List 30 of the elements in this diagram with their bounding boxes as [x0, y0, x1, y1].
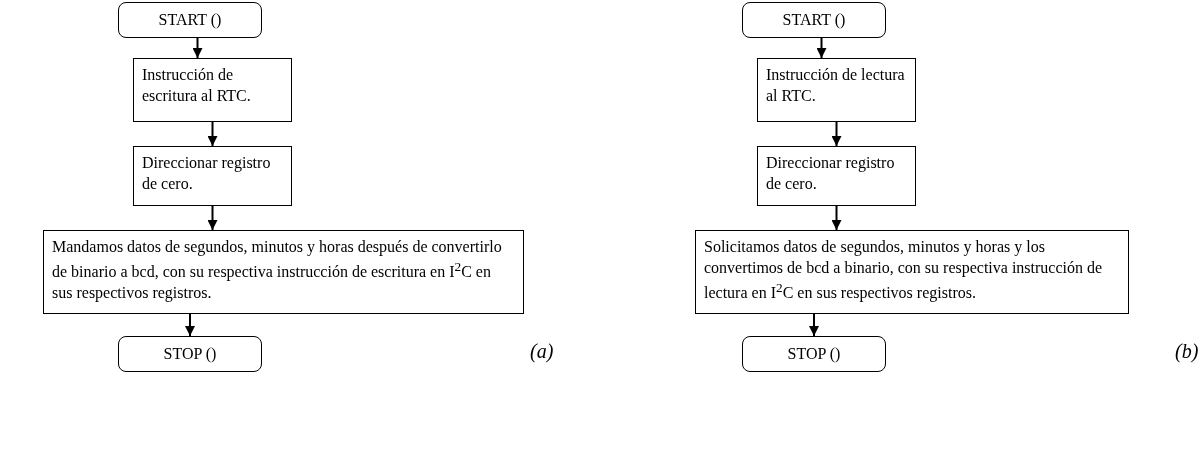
- arrow: [207, 121, 218, 147]
- step-text: STOP (): [163, 343, 217, 365]
- panel-label: (b): [1175, 340, 1199, 363]
- process-box: [757, 146, 916, 206]
- terminal-box: [118, 2, 262, 38]
- step-text: Mandamos datos de segundos, minutos y horas después de convertirlo de binario a bcd, con su respectiva instrucción de escritura en I$^{2}$C en sus respectivos registros.: [52, 237, 503, 304]
- terminal-box: [742, 336, 886, 372]
- panel-label: (a): [530, 340, 554, 363]
- step-text: START (): [158, 9, 222, 31]
- process-box: [43, 230, 524, 314]
- step-text: STOP (): [787, 343, 841, 365]
- terminal-box: [742, 2, 886, 38]
- arrow: [831, 205, 842, 231]
- process-box: [695, 230, 1129, 314]
- terminal-box: [118, 336, 262, 372]
- step-text: START (): [782, 9, 846, 31]
- arrow: [809, 313, 819, 337]
- arrow: [816, 37, 827, 59]
- step-text: Solicitamos datos de segundos, minutos y horas y los convertimos de bcd a binario, con su respectiva instrucción de lectura en I$^{2}$C en sus respectivos registros.: [704, 237, 1104, 304]
- arrow: [192, 37, 203, 59]
- process-box: [133, 146, 292, 206]
- process-box: [757, 58, 916, 122]
- step-text: Instrucción de lectura al RTC.: [766, 65, 906, 106]
- arrow: [831, 121, 842, 147]
- process-box: [133, 58, 292, 122]
- arrow: [185, 313, 195, 337]
- step-text: Direccionar registro de cero.: [142, 153, 272, 194]
- step-text: Direccionar registro de cero.: [766, 153, 896, 194]
- arrow: [207, 205, 218, 231]
- step-text: Instrucción de escritura al RTC.: [142, 65, 252, 106]
